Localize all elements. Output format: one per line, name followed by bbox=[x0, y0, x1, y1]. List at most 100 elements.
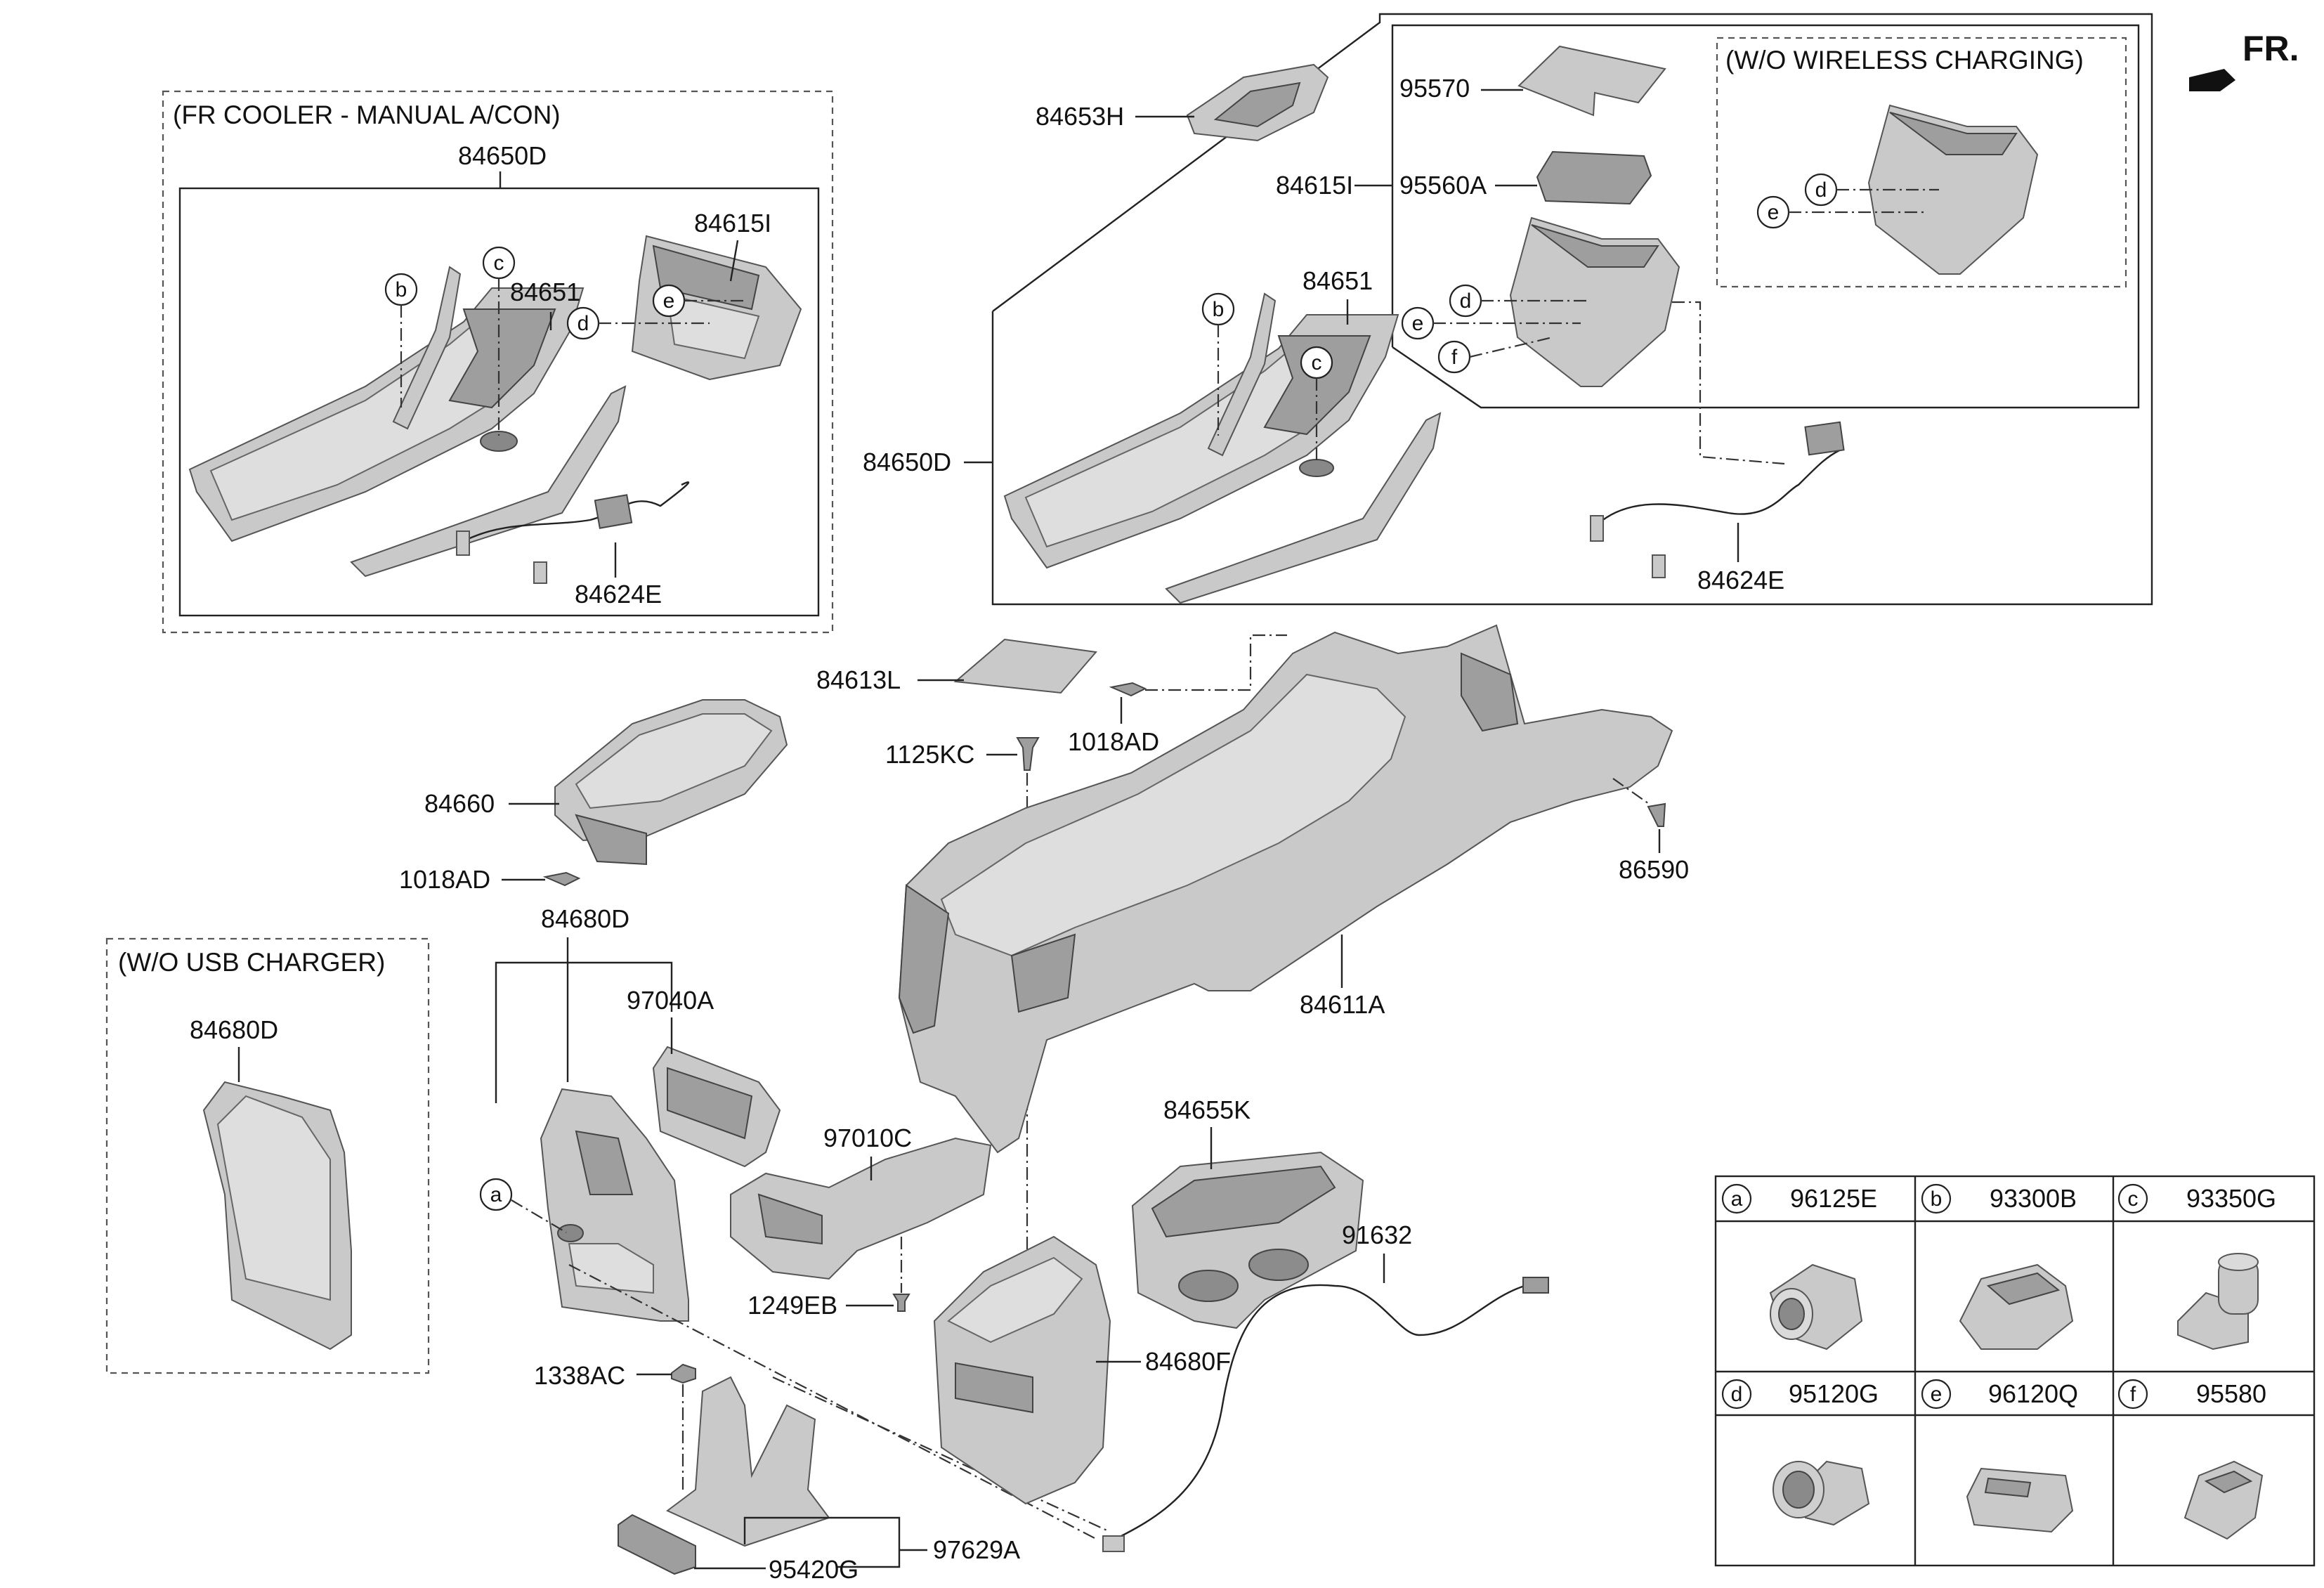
wo-usb-note: (W/O USB CHARGER) bbox=[118, 948, 385, 977]
legend-letter-c: c bbox=[2128, 1187, 2139, 1211]
part-label-86590: 86590 bbox=[1619, 855, 1689, 884]
part-label-95570: 95570 bbox=[1399, 74, 1470, 103]
usb-charger-icon bbox=[2183, 1460, 2264, 1540]
part-label-84650D-upper: 84650D bbox=[863, 448, 951, 476]
upper-assembly-box bbox=[991, 13, 2153, 606]
front-direction-indicator: FR. bbox=[2189, 29, 2299, 91]
legend-letter-b: b bbox=[1931, 1187, 1943, 1211]
bolt-1125KC-illustration bbox=[1016, 737, 1040, 771]
legend-part-93300B: 93300B bbox=[1990, 1184, 2077, 1213]
usb-cable-illustration bbox=[1106, 1284, 1525, 1544]
lower-bracket-illustration bbox=[666, 1376, 830, 1547]
part-label-84651: 84651 bbox=[510, 278, 580, 306]
legend-part-93350G: 93350G bbox=[2186, 1184, 2276, 1213]
part-label-95420G: 95420G bbox=[769, 1555, 859, 1584]
part-label-84680F: 84680F bbox=[1145, 1347, 1231, 1376]
callout-a-letter: a bbox=[490, 1183, 502, 1206]
callout-e-letter: e bbox=[663, 289, 675, 313]
legend-cell-f: f 95580 bbox=[2117, 1379, 2266, 1540]
part-label-1125KC: 1125KC bbox=[885, 740, 974, 769]
part-label-1018AD-lower: 1018AD bbox=[399, 865, 490, 894]
side-trim-strip-illustration bbox=[350, 385, 627, 578]
fr-cooler-group: (FR COOLER - MANUAL A/CON) 84650D 84615I… bbox=[162, 90, 834, 634]
wo-wireless-dashed-box bbox=[1716, 37, 2127, 288]
callout-d-upper-letter: d bbox=[1460, 289, 1472, 313]
part-label-84680D-alt: 84680D bbox=[190, 1015, 278, 1044]
legend-cell-c: c 93350G bbox=[2117, 1183, 2276, 1351]
push-switch-icon bbox=[2177, 1253, 2259, 1351]
fr-cooler-dashed-box bbox=[162, 90, 834, 634]
callout-d-letter: d bbox=[577, 312, 589, 335]
callout-b-letter: b bbox=[396, 278, 407, 301]
part-label-1249EB: 1249EB bbox=[748, 1291, 837, 1320]
part-label-91632: 91632 bbox=[1342, 1221, 1412, 1249]
callout-b-upper-letter: b bbox=[1213, 298, 1225, 321]
front-direction-label: FR. bbox=[2243, 29, 2299, 68]
bolt-1018AD-lower-illustration bbox=[542, 871, 581, 887]
clip-86590-illustration bbox=[1647, 802, 1666, 827]
part-label-84613L: 84613L bbox=[816, 665, 901, 694]
callout-f-letter: f bbox=[1451, 346, 1458, 369]
callout-d-alt-letter: d bbox=[1815, 178, 1827, 202]
legend-part-96125E: 96125E bbox=[1790, 1184, 1877, 1213]
console-body-illustration bbox=[898, 624, 1673, 1154]
part-label-97010C: 97010C bbox=[823, 1124, 912, 1152]
part-label-84611A: 84611A bbox=[1300, 990, 1385, 1019]
lower-console-group: 84655K 84680F 91632 bbox=[933, 1095, 1549, 1552]
main-console-group: 84613L 1018AD 1125KC 84660 1018AD 84611A… bbox=[399, 624, 1689, 1447]
console-upper-assembly-group: (W/O WIRELESS CHARGING) 84653H 95570 846… bbox=[863, 13, 2153, 606]
wiring-harness-right-illustration bbox=[1594, 448, 1841, 528]
cigar-lighter-socket-icon bbox=[1769, 1263, 1863, 1351]
part-label-84660: 84660 bbox=[424, 789, 495, 818]
part-label-97040A: 97040A bbox=[627, 986, 714, 1015]
charging-pad-illustration bbox=[1517, 45, 1666, 117]
console-mat-illustration bbox=[953, 638, 1097, 694]
screw-1249EB-illustration bbox=[892, 1294, 910, 1312]
fr-cooler-inner-box bbox=[178, 187, 820, 617]
part-label-1018AD: 1018AD bbox=[1068, 727, 1159, 756]
wireless-charger-module-illustration bbox=[1536, 150, 1652, 205]
callout-c-letter: c bbox=[494, 252, 504, 275]
bolt-1018AD-illustration bbox=[1109, 682, 1147, 697]
legend-letter-a: a bbox=[1731, 1187, 1743, 1211]
part-label-84651-upper: 84651 bbox=[1303, 266, 1373, 295]
wo-wireless-note: (W/O WIRELESS CHARGING) bbox=[1725, 46, 2084, 74]
wireless-charger-box bbox=[1391, 24, 2140, 409]
part-label-84650D: 84650D bbox=[458, 141, 547, 170]
part-label-84653H: 84653H bbox=[1036, 102, 1124, 131]
wo-usb-charger-group: (W/O USB CHARGER) 84680D bbox=[105, 937, 430, 1374]
power-outlet-icon bbox=[1773, 1460, 1870, 1526]
legend-part-96120Q: 96120Q bbox=[1988, 1379, 2078, 1408]
usb-jack-icon bbox=[1966, 1467, 2074, 1533]
legend-cell-e: e 96120Q bbox=[1921, 1379, 2078, 1533]
front-arrow-icon bbox=[2189, 69, 2235, 91]
wo-usb-dashed-box bbox=[105, 937, 430, 1374]
legend-letter-e: e bbox=[1931, 1383, 1943, 1406]
part-label-84615I-upper: 84615I bbox=[1276, 171, 1353, 200]
legend-cell-d: d 95120G bbox=[1721, 1379, 1879, 1526]
part-label-84624E-upper: 84624E bbox=[1697, 566, 1784, 594]
part-label-84680D: 84680D bbox=[541, 904, 629, 933]
legend-table: a 96125E b 93300B c 93350G bbox=[1714, 1175, 2316, 1567]
part-label-84624E: 84624E bbox=[575, 580, 662, 608]
callout-e-upper-letter: e bbox=[1412, 312, 1424, 335]
legend-part-95580: 95580 bbox=[2196, 1379, 2266, 1408]
rear-trim-group: 84680D a 97040A 97010C 1249EB 1338AC bbox=[479, 904, 1111, 1584]
legend-cell-b: b 93300B bbox=[1921, 1183, 2077, 1350]
part-label-97629A: 97629A bbox=[933, 1535, 1020, 1564]
part-label-84655K: 84655K bbox=[1163, 1095, 1251, 1124]
callout-a-bubble bbox=[479, 1178, 513, 1211]
switch-module-icon bbox=[1959, 1263, 2074, 1350]
fr-cooler-note: (FR COOLER - MANUAL A/CON) bbox=[173, 100, 561, 129]
callout-c-upper-letter: c bbox=[1312, 351, 1322, 375]
legend-letter-f: f bbox=[2130, 1383, 2136, 1406]
rear-air-duct-illustration bbox=[730, 1137, 992, 1280]
callout-e-alt-letter: e bbox=[1768, 201, 1780, 224]
nut-1338AC-illustration bbox=[671, 1363, 696, 1384]
part-label-84615I: 84615I bbox=[694, 209, 771, 237]
legend-cell-a: a 96125E bbox=[1721, 1183, 1877, 1351]
legend-letter-d: d bbox=[1731, 1383, 1743, 1406]
connector-95420G-illustration bbox=[618, 1514, 696, 1575]
legend-part-95120G: 95120G bbox=[1789, 1379, 1879, 1408]
